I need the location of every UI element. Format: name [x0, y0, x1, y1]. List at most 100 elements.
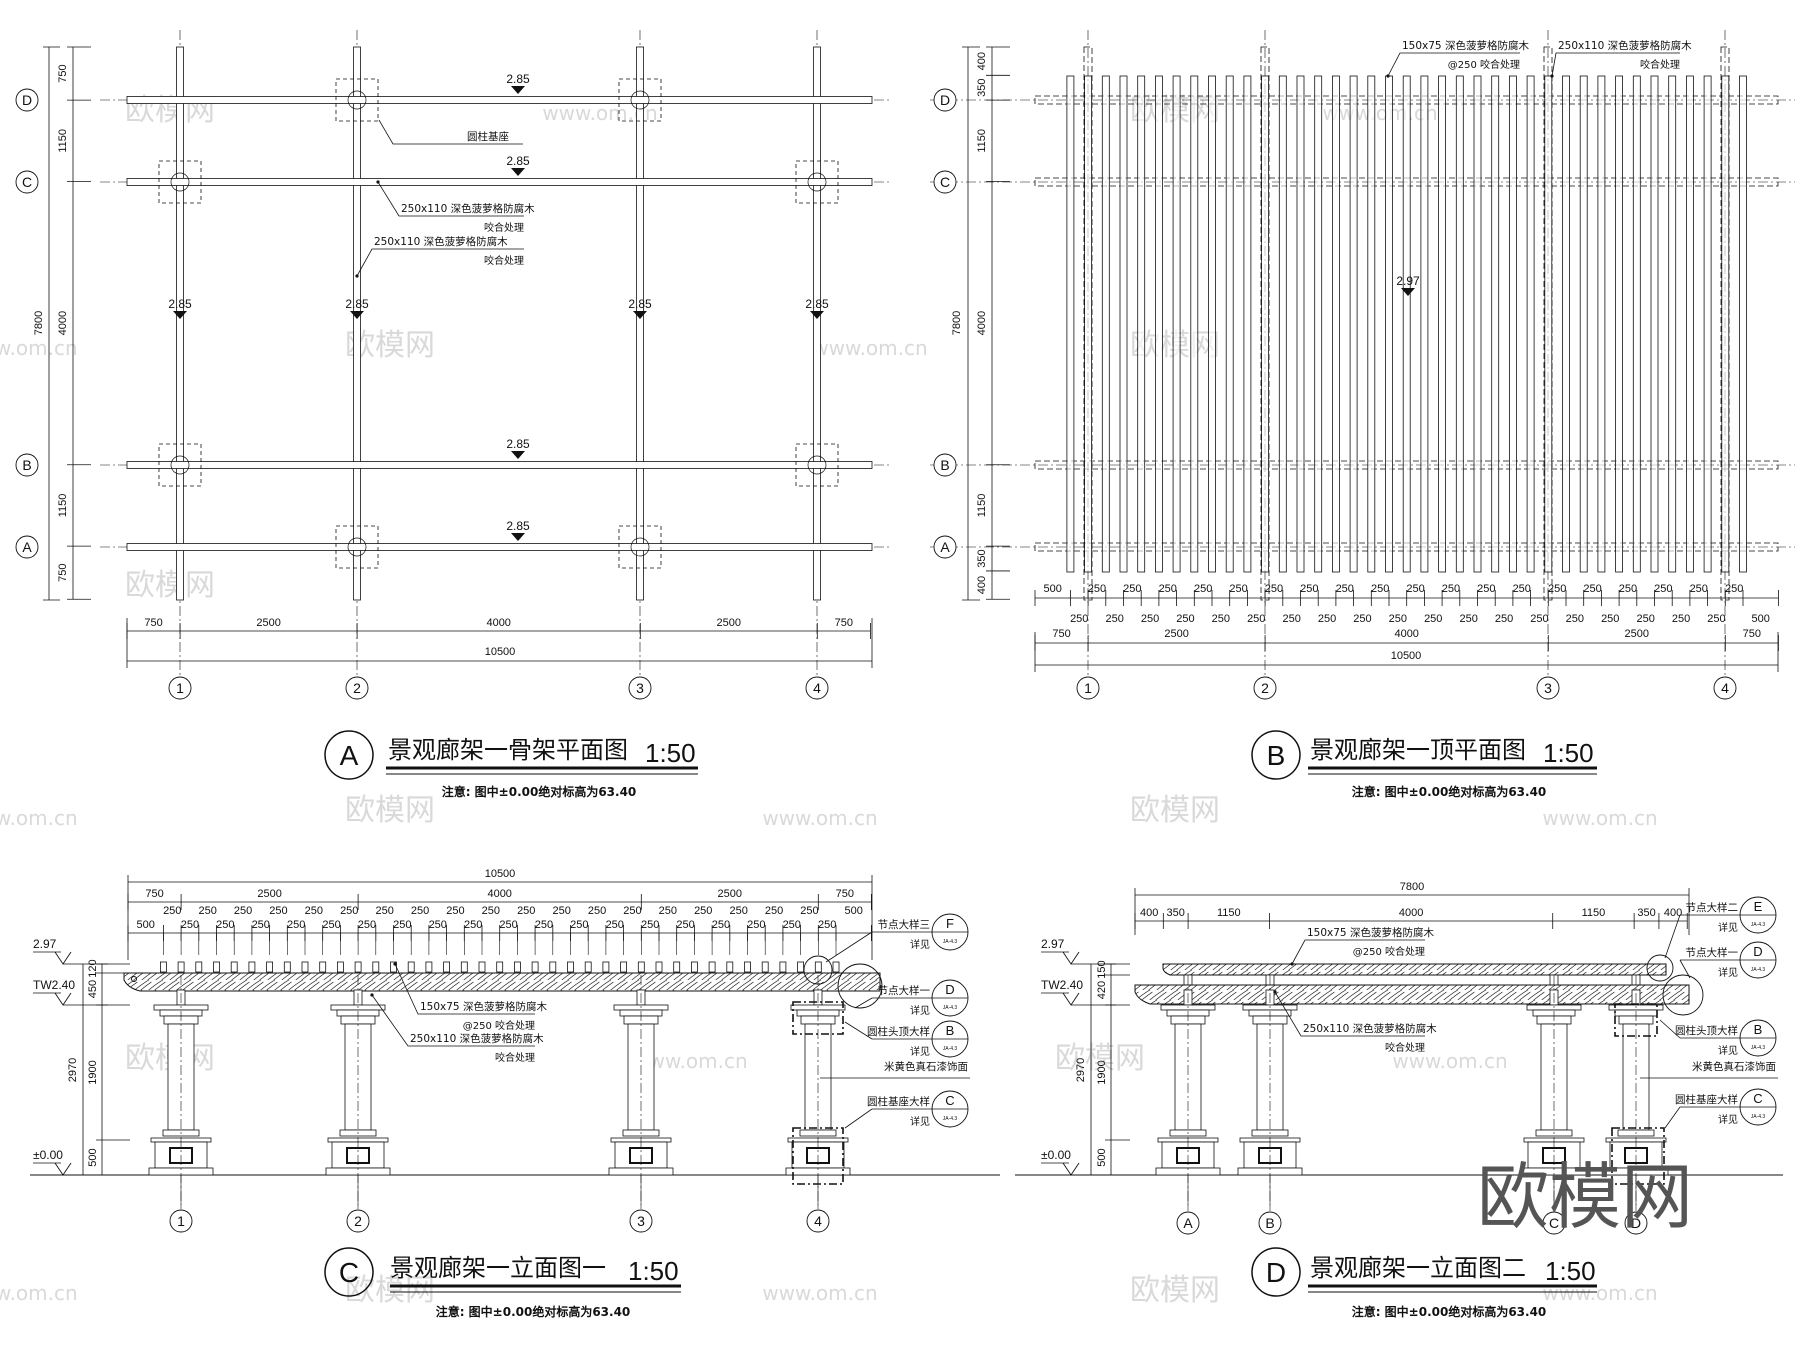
detail-reference-sheet: JA-4.3 — [943, 1116, 958, 1122]
grid-bubble-label: C — [940, 174, 950, 190]
joist-dimension-value: 250 — [1619, 583, 1637, 595]
roof-joist — [1155, 75, 1163, 573]
finish-label: 米黄色真石漆饰面 — [884, 1060, 968, 1073]
roof-joist-section — [301, 961, 309, 973]
joist-dimension-value: 250 — [1459, 613, 1477, 625]
roof-joist-section — [283, 961, 291, 973]
brand-watermark: 欧模网 — [1055, 1041, 1145, 1076]
column-outline — [170, 455, 190, 475]
joist-dimension-value: 250 — [676, 919, 694, 931]
joist-elevation — [1162, 963, 1667, 976]
joist-dimension-value: 250 — [1495, 613, 1513, 625]
column-base-outline — [795, 443, 839, 487]
main-dimension-value: 750 — [145, 888, 163, 900]
main-beam — [126, 543, 873, 551]
level-value: 2.85 — [506, 72, 530, 86]
roof-joist-section — [213, 961, 220, 973]
bottom-dimension-value: 2500 — [717, 617, 741, 629]
roof-joist — [1278, 75, 1287, 573]
level-value: 2.85 — [506, 154, 530, 168]
roof-joist-section — [354, 961, 362, 973]
roof-joist-section — [336, 961, 344, 973]
left-dimension-value: 350 — [976, 79, 988, 97]
url-watermark: www.om.cn — [1322, 101, 1437, 125]
level-value: TW2.40 — [1041, 978, 1083, 992]
roof-joist — [1137, 75, 1146, 573]
column-outline — [807, 172, 827, 192]
column-base-outline — [158, 443, 202, 487]
roof-joist-section — [496, 961, 504, 973]
leader-line — [371, 994, 535, 1047]
grid-bubble-label: 3 — [637, 1213, 645, 1229]
joist-dimension-value: 250 — [552, 905, 570, 917]
detail-reference-letter: C — [945, 1093, 954, 1108]
level-value: 2.85 — [805, 297, 829, 311]
joist-dimension-value: 250 — [1318, 613, 1336, 625]
roof-joist-section — [514, 961, 521, 973]
secondary-beam-hidden — [1260, 46, 1270, 601]
bottom-dimension-value: 750 — [144, 617, 162, 629]
roof-joist — [1385, 75, 1393, 573]
level-triangle-icon — [511, 168, 525, 176]
joist-dimension-value: 250 — [1194, 583, 1212, 595]
detail-label: 圆柱头顶大样 — [867, 1025, 930, 1038]
material-label: 150x75 深色菠萝格防腐木 — [420, 1000, 547, 1013]
column-shaft — [1174, 1023, 1202, 1131]
column-base-outline — [618, 78, 662, 122]
secondary-beam — [636, 46, 644, 601]
grid-bubble-label: 4 — [1721, 680, 1729, 696]
joist-dimension-value: 250 — [1282, 613, 1300, 625]
grid-bubble — [15, 88, 39, 112]
column-base-outline — [795, 160, 839, 204]
joist-dimension-value: 250 — [712, 919, 730, 931]
grid-bubble — [1713, 676, 1737, 700]
joist-dimension-value: 250 — [411, 905, 429, 917]
url-watermark: www.om.cn — [762, 1281, 877, 1305]
joist-dimension-value: 250 — [1212, 613, 1230, 625]
material-note: @250 咬合处理 — [1448, 58, 1520, 71]
detail-reference-sheet: JA-4.3 — [943, 939, 958, 945]
roof-joist-section — [797, 961, 804, 973]
url-watermark: www.om.cn — [0, 806, 78, 830]
bottom-dimension-value: 750 — [1052, 628, 1070, 640]
column-outline — [630, 537, 650, 557]
elevation-note: 注意: 图中±0.00绝对标高为63.40 — [1352, 784, 1547, 799]
roof-joist-section — [655, 961, 663, 973]
joist-dimension-value: 250 — [1583, 583, 1601, 595]
grid-bubble-label: C — [22, 174, 32, 190]
main-dimension-value: 1150 — [1217, 907, 1241, 919]
total-height-value: 2970 — [1075, 1058, 1087, 1082]
grid-bubble-label: B — [940, 457, 949, 473]
grid-bubble — [806, 1209, 830, 1233]
title-block-a: A 景观廊架一骨架平面图 1:50 注意: 图中±0.00绝对标高为63.40 — [324, 730, 698, 799]
joist-dimension-value: 250 — [1070, 613, 1088, 625]
beam-end-ornament — [131, 976, 137, 982]
joist-dimension-value: 250 — [1424, 613, 1442, 625]
main-beam-elevation — [123, 972, 881, 992]
main-dimension-value: 1150 — [1582, 907, 1606, 919]
detail-leader — [825, 931, 873, 963]
height-dimension-value: 500 — [87, 1148, 99, 1166]
joist-dimension-value: 250 — [659, 905, 677, 917]
roof-joist — [1172, 75, 1181, 573]
height-dimension-value: 1900 — [1096, 1060, 1108, 1084]
joist-dimension-value: 250 — [1530, 613, 1548, 625]
height-dimension-value: 150 — [1096, 960, 1108, 978]
joist-dimension-value: 250 — [234, 905, 252, 917]
grid-bubble — [15, 453, 39, 477]
roof-joist-section — [691, 961, 698, 973]
bottom-dimension-value: 2500 — [1164, 628, 1188, 640]
detail-circle — [837, 963, 883, 1009]
roof-joist-section — [814, 961, 822, 973]
main-dimension-value: 350 — [1637, 907, 1655, 919]
level-triangle-icon — [511, 451, 525, 459]
roof-joist-section — [673, 961, 681, 973]
level-value: 2.85 — [168, 297, 192, 311]
joist-dimension-value: 250 — [747, 919, 765, 931]
roof-joist — [1491, 75, 1500, 573]
roof-joist — [1473, 75, 1482, 573]
drawing-scale: 1:50 — [1545, 1256, 1596, 1286]
total-dimension-value: 7800 — [951, 311, 963, 335]
